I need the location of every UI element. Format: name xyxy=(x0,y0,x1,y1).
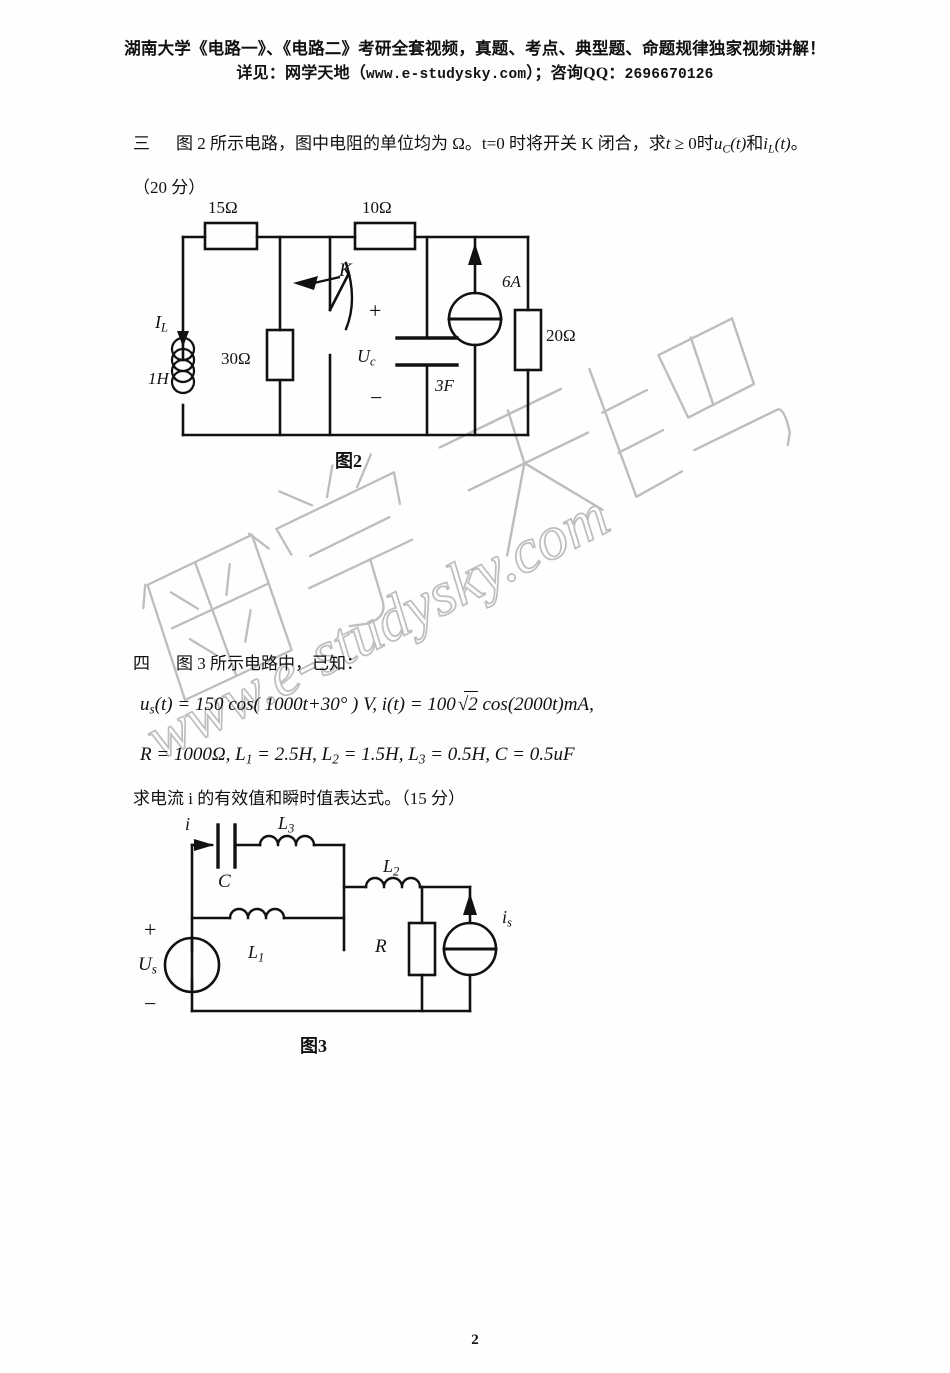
label-capacitor-polarity-minus: − xyxy=(370,385,383,410)
question-3-il-arg: (t) xyxy=(774,134,791,153)
arrow-inductor-current xyxy=(177,331,189,347)
arrow-switch-K xyxy=(293,275,341,290)
resistor-10ohm-body xyxy=(353,221,417,251)
label-inductor-L1: L1 xyxy=(248,943,264,964)
figure-3-circuit: i C L3 L2 L1 R is + − Us xyxy=(130,814,550,1035)
inductor-L3-coil xyxy=(258,834,316,847)
document-header: 湖南大学《电路一》、《电路二》考研全套视频，真题、考点、典型题、命题规律独家视频… xyxy=(0,36,950,86)
question-3-ge: ≥ 0时 xyxy=(670,134,714,153)
equation-2-part-d: = 0.5H, C = 0.5uF xyxy=(425,744,575,765)
label-switch-K: K xyxy=(339,260,352,281)
label-resistor-20ohm: 20Ω xyxy=(546,326,576,345)
label-resistor-R: R xyxy=(375,936,387,957)
label-source-polarity-plus: + xyxy=(144,917,157,942)
equation-2-part-a: R = 1000Ω, L xyxy=(140,744,246,765)
label-capacitor-3F: 3F xyxy=(435,376,454,395)
label-inductor-L1-subscript: 1 xyxy=(258,950,265,965)
label-inductor-L3: L3 xyxy=(278,814,294,835)
label-voltage-source-Us-subscript: s xyxy=(151,961,157,977)
equation-2-l1-subscript: 1 xyxy=(245,751,253,767)
header-qq-number: 2696670126 xyxy=(624,66,714,83)
arrow-current-source-is xyxy=(463,893,477,915)
equation-2-part-b: = 2.5H, L xyxy=(252,744,333,765)
page-number: 2 xyxy=(471,1332,479,1348)
equation-1-sqrt: √2 xyxy=(456,690,478,720)
equation-2-l2-subscript: 2 xyxy=(332,751,339,767)
label-resistor-15ohm: 15Ω xyxy=(208,198,238,217)
resistor-R-body xyxy=(407,921,437,977)
label-capacitor-C: C xyxy=(218,871,231,892)
question-3-statement: 三 图 2 所示电路，图中电阻的单位均为 Ω。t=0 时将开关 K 闭合，求t ≥… xyxy=(133,130,808,158)
header-title-line: 湖南大学《电路一》、《电路二》考研全套视频，真题、考点、典型题、命题规律独家视频… xyxy=(124,39,826,58)
equation-1-tail: cos(2000t)mA, xyxy=(477,694,594,715)
label-inductor-current: IL xyxy=(155,313,168,334)
switch-K-blade xyxy=(328,273,350,312)
resistor-20ohm-body xyxy=(513,308,543,372)
question-4-number: 四 xyxy=(133,654,150,673)
question-3-il-subscript: L xyxy=(768,141,775,156)
label-current-source-is-symbol: i xyxy=(502,907,508,927)
label-resistor-10ohm: 10Ω xyxy=(362,198,392,217)
arrow-current-i xyxy=(194,839,214,851)
label-inductor-L2: L2 xyxy=(383,857,399,878)
figure-3-svg xyxy=(163,823,498,1013)
figure-2-caption: 图2 xyxy=(335,451,362,471)
label-current-i: i xyxy=(185,814,191,834)
label-inductor-L2-subscript: 2 xyxy=(393,864,400,879)
label-voltage-source-Us: Us xyxy=(138,955,157,976)
question-3-uc-arg: (t) xyxy=(730,134,747,153)
equation-2-l3-subscript: 3 xyxy=(418,751,426,767)
resistor-15ohm-body xyxy=(203,221,259,251)
label-voltage-source-Us-symbol: U xyxy=(138,954,152,975)
label-inductor-L3-symbol: L xyxy=(278,813,289,833)
label-current-source-is-subscript: s xyxy=(507,915,512,930)
label-current-source-is: is xyxy=(502,908,512,929)
question-3-text: 图 2 所示电路，图中电阻的单位均为 Ω。t=0 时将开关 K 闭合，求 xyxy=(176,134,666,153)
equation-1-us-subscript: s xyxy=(149,701,155,717)
switch-K-arc xyxy=(344,261,354,331)
question-4-equation-2: R = 1000Ω, L1 = 2.5H, L2 = 1.5H, L3 = 0.… xyxy=(140,740,575,770)
equation-1-body: (t) = 150 cos( 1000t+30° ) V, i(t) = 100 xyxy=(154,694,456,715)
label-inductor-current-symbol: I xyxy=(155,312,161,332)
question-4-text: 图 3 所示电路中，已知： xyxy=(176,654,363,673)
question-4-statement: 四 图 3 所示电路中，已知： xyxy=(133,650,363,677)
resistor-30ohm-body xyxy=(265,328,295,382)
header-subtitle-line: 详见：网学天地（www.e-studysky.com）；咨询QQ：2696670… xyxy=(0,62,950,87)
equation-2-part-c: = 1.5H, L xyxy=(338,744,419,765)
header-subtitle-mid: ）；咨询QQ： xyxy=(526,64,625,82)
svg-text:www.e-studysky.com: www.e-studysky.com xyxy=(135,481,619,772)
label-current-source-6A: 6A xyxy=(502,272,521,291)
figure-2-circuit: 15Ω 10Ω 30Ω 20Ω 6A K 3F + − Uc 1H IL xyxy=(148,199,576,460)
label-capacitor-voltage: Uc xyxy=(357,347,376,368)
figure-3-caption: 图3 xyxy=(300,1036,327,1056)
question-4-equation-1: us(t) = 150 cos( 1000t+30° ) V, i(t) = 1… xyxy=(140,690,594,720)
question-3-period: 。 xyxy=(790,134,808,153)
label-inductor-1H: 1H xyxy=(148,369,169,388)
figure-2-svg xyxy=(170,221,543,437)
inductor-L1-coil xyxy=(228,907,286,920)
label-source-polarity-minus: − xyxy=(144,991,157,1016)
label-resistor-30ohm: 30Ω xyxy=(221,349,251,368)
label-inductor-L1-symbol: L xyxy=(248,942,259,962)
arrow-current-source-6A xyxy=(468,243,482,265)
label-inductor-L3-subscript: 3 xyxy=(288,821,295,836)
header-website-url: www.e-studysky.com xyxy=(366,66,527,83)
label-inductor-current-subscript: L xyxy=(161,320,169,335)
equation-1-us-symbol: u xyxy=(140,694,150,715)
question-3-number: 三 xyxy=(133,134,150,153)
label-capacitor-polarity-plus: + xyxy=(369,298,382,323)
question-3-var-t: t xyxy=(665,134,671,153)
header-subtitle-prefix: 详见：网学天地（ xyxy=(236,64,367,82)
question-3-marks: （20 分） xyxy=(133,178,206,197)
question-3-conjunction: 和 xyxy=(746,134,764,153)
inductor-L2-coil xyxy=(364,876,422,889)
equation-1-sqrt-radicand: 2 xyxy=(468,694,478,715)
label-capacitor-voltage-subscript: c xyxy=(370,354,376,369)
question-3-uc: u xyxy=(713,134,723,153)
question-3-il: i xyxy=(763,134,769,153)
question-4-prompt: 求电流 i 的有效值和瞬时值表达式。（15 分） xyxy=(133,789,465,808)
label-capacitor-voltage-symbol: U xyxy=(357,346,370,366)
question-3-uc-subscript: C xyxy=(722,141,731,156)
label-inductor-L2-symbol: L xyxy=(383,856,394,876)
